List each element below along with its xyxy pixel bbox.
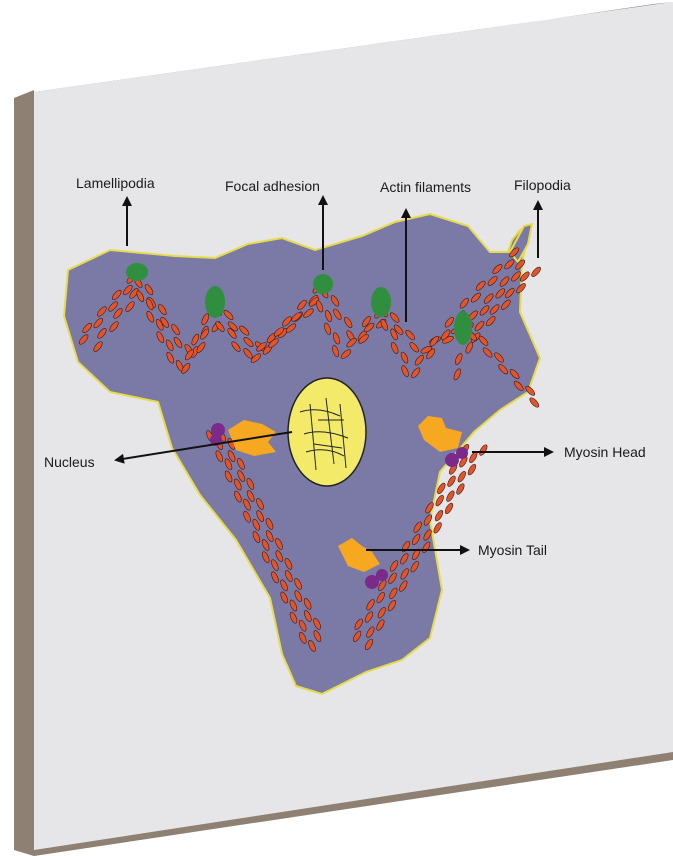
label-myosin-tail: Myosin Tail — [478, 542, 547, 558]
myosin-head-shape — [376, 569, 388, 581]
myosin-head-shape — [456, 447, 468, 459]
nucleus — [288, 378, 366, 486]
label-lamellipodia: Lamellipodia — [76, 175, 155, 191]
focal-adhesion-1 — [126, 263, 148, 281]
focal-adhesion-3 — [313, 274, 333, 294]
focal-adhesion-2 — [205, 286, 225, 318]
label-filopodia: Filopodia — [514, 177, 571, 193]
focal-adhesion-5 — [454, 311, 472, 345]
board-side-left — [14, 90, 34, 856]
label-nucleus: Nucleus — [44, 454, 95, 470]
focal-adhesion-4 — [371, 287, 391, 317]
label-myosin-head: Myosin Head — [564, 444, 646, 460]
label-focal-adhesion: Focal adhesion — [225, 178, 320, 194]
label-actin-filaments: Actin filaments — [380, 179, 471, 195]
